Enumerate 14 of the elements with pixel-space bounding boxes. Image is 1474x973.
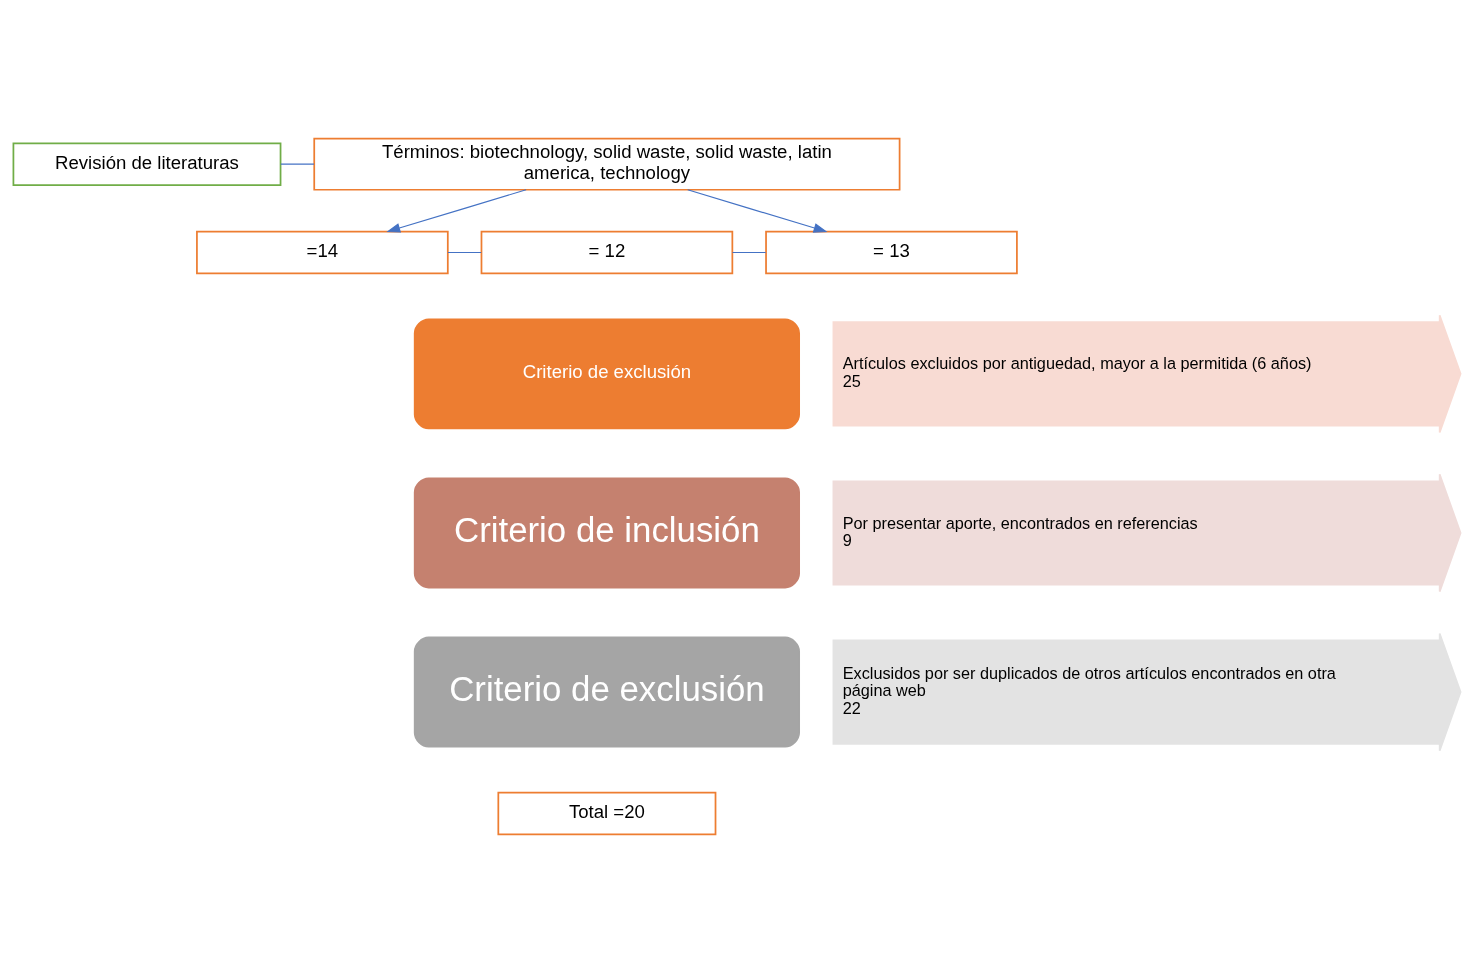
connector [731,251,767,254]
node-box: =14 [196,230,449,275]
node-box: Criterio de inclusión [413,477,800,589]
node-box: = 13 [765,230,1018,275]
arrow [386,189,527,233]
node-box: Criterio de exclusión [413,318,800,430]
node-box: Total =20 [497,791,717,836]
connector [280,163,315,165]
arrow [687,189,828,233]
connector [447,251,482,254]
node-box: = 12 [480,230,734,275]
node-box: Revisión de literaturas [12,142,282,186]
node-box: Criterio de exclusión [413,636,800,748]
node-box: Términos: biotechnology, solid waste, solid waste, latin america, technology [313,137,901,191]
